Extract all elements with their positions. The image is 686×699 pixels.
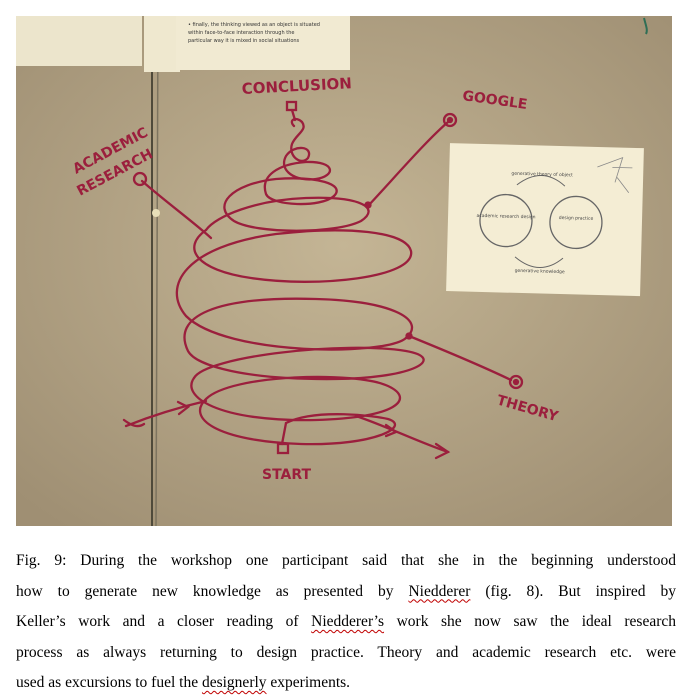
google-node (442, 112, 458, 128)
caption-line-2-start: how to generate new knowledge as present… (16, 582, 409, 600)
start-stem (280, 421, 288, 446)
caption-line-5-end: experiments. (266, 674, 351, 691)
caption-line-3: Keller’s work and a closer reading of Ni… (16, 607, 676, 638)
spiral-loop-5 (263, 117, 336, 206)
bottom-arc (514, 256, 564, 268)
spiral-loop-3 (175, 228, 413, 351)
circle-academic (479, 193, 533, 248)
label-start: START (262, 467, 312, 483)
workshop-photo: • finally, the thinking viewed as an obj… (16, 16, 672, 526)
caption-line-5: used as excursions to fuel the designerl… (16, 668, 676, 699)
google-junction (364, 201, 372, 209)
google-node-center (446, 116, 454, 124)
spiral-loop-4 (204, 177, 370, 232)
top-circle-label: generative theory of object (511, 171, 573, 179)
exit-path (354, 414, 450, 454)
exit-arrow-mark (384, 423, 399, 438)
left-circle-label: academic research design (477, 213, 536, 221)
theory-path (407, 334, 513, 382)
caption-word-designerly: designerly (201, 674, 267, 691)
figure-caption: Fig. 9: During the workshop one particip… (16, 546, 676, 699)
corner-mark (643, 17, 648, 35)
label-conclusion: CONCLUSION (241, 74, 352, 98)
caption-line-3-end: work she now saw the ideal research (384, 613, 677, 630)
caption-line-2: how to generate new knowledge as present… (16, 577, 676, 608)
caption-line-1: Fig. 9: During the workshop one particip… (16, 552, 676, 569)
exit-arrow-head (434, 442, 451, 460)
bottom-circle-label: generative knowledge (515, 268, 565, 275)
right-circle-label: design practice (559, 215, 594, 222)
academic-path (140, 179, 213, 240)
caption-name-niedderers: Niedderer’s (311, 613, 385, 630)
spiral-loop-1 (190, 375, 401, 446)
top-arc (516, 175, 566, 187)
caption-line-4: process as always returning to design pr… (16, 643, 676, 661)
caption-line-3-start: Keller’s work and a closer reading of (16, 613, 312, 630)
side-paper: academic research design design practice… (446, 143, 644, 297)
circle-design (549, 195, 603, 250)
photo-drawing: • finally, the thinking viewed as an obj… (16, 16, 672, 526)
caption-name-niedderer: Niedderer (408, 582, 471, 600)
pin (152, 209, 160, 217)
conclusion-stem (290, 108, 297, 122)
top-paper-line1: • finally, the thinking viewed as an obj… (188, 22, 320, 28)
theory-junction (405, 332, 413, 340)
caption-line-5-start: used as excursions to fuel the (16, 674, 202, 691)
entry-arrow-mark (176, 400, 191, 416)
wall-seam-shadow (155, 16, 159, 526)
theory-node-center (512, 378, 520, 386)
spiral-drawing (122, 100, 524, 460)
top-paper-line3: particular way it is mixed in social sit… (188, 38, 300, 44)
top-paper: • finally, the thinking viewed as an obj… (16, 16, 350, 72)
paper-sketch (597, 156, 633, 194)
spiral-loop-2 (183, 297, 425, 381)
top-paper-line2: within face-to-face interaction through … (188, 30, 294, 36)
caption-line-2-end: (fig. 8). But inspired by (470, 582, 677, 600)
entry-tail (122, 418, 146, 428)
theory-node (508, 374, 524, 390)
google-path (366, 120, 450, 208)
academic-node (132, 171, 148, 187)
